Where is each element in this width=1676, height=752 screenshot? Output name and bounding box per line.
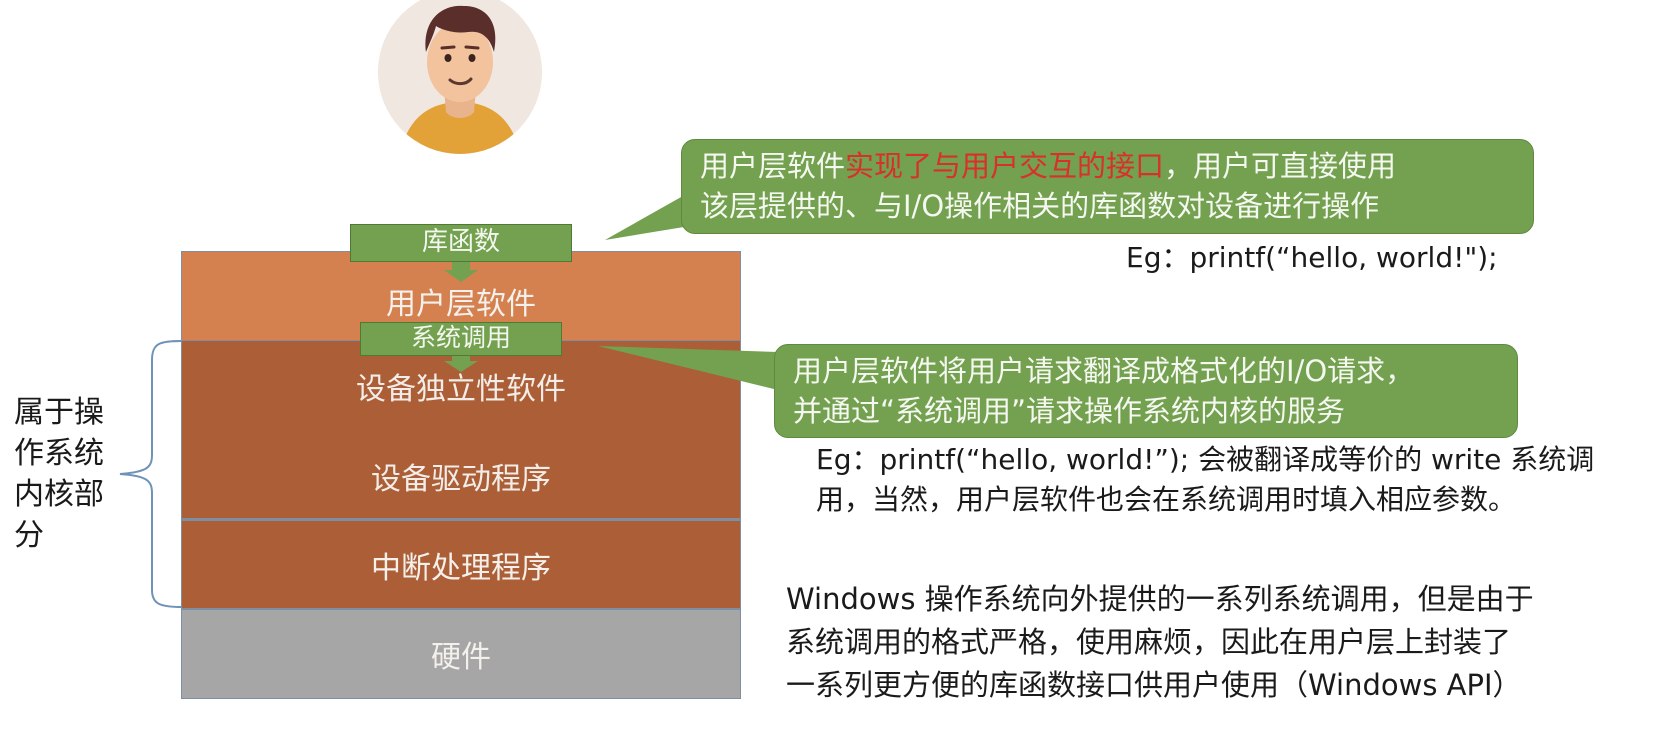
kernel-brace-label: 属于操作系统内核部分 (14, 395, 104, 553)
bubble1-pointer (605, 192, 690, 240)
syscall-bubble: 用户层软件将用户请求翻译成格式化的I/O请求， 并通过“系统调用”请求操作系统内… (774, 344, 1518, 438)
user-avatar (378, 0, 542, 154)
windows-note-line3: 一系列更方便的库函数接口供用户使用（Windows API） (786, 668, 1522, 702)
library-tag: 库函数 (350, 224, 572, 262)
syscall-tag-label: 系统调用 (410, 323, 511, 352)
user-layer-bubble: 用户层软件实现了与用户交互的接口，用户可直接使用 该层提供的、与I/O操作相关的… (681, 139, 1534, 234)
device-independent-label: 设备独立性软件 (356, 372, 566, 407)
bubble2-line1: 用户层软件将用户请求翻译成格式化的I/O请求， (793, 354, 1415, 388)
user-software-label: 用户层软件 (386, 287, 536, 322)
windows-note-line1: Windows 操作系统向外提供的一系列系统调用，但是由于 (786, 582, 1534, 616)
example-write: Eg：printf(“hello, world!”); 会被翻译成等价的 wri… (816, 440, 1676, 520)
library-tag-label: 库函数 (421, 227, 500, 257)
bubble1-prefix: 用户层软件 (700, 149, 846, 183)
syscall-tag: 系统调用 (360, 322, 562, 356)
example-write-line2: 用，当然，用户层软件也会在系统调用时填入相应参数。 (816, 483, 1517, 516)
device-driver-label: 设备驱动程序 (371, 462, 551, 497)
bubble2-line2: 并通过“系统调用”请求操作系统内核的服务 (793, 394, 1346, 428)
bubble1-highlight: 实现了与用户交互的接口 (845, 149, 1165, 183)
syscall-arrow-icon (444, 356, 478, 372)
bubble1-line1: 用户层软件实现了与用户交互的接口，用户可直接使用 (700, 146, 1515, 186)
windows-api-note: Windows 操作系统向外提供的一系列系统调用，但是由于 系统调用的格式严格，… (786, 578, 1534, 707)
example-write-line1: Eg：printf(“hello, world!”); 会被翻译成等价的 wri… (816, 443, 1595, 476)
hardware-label: 硬件 (431, 640, 491, 675)
bubble1-line2: 该层提供的、与I/O操作相关的库函数对设备进行操作 (700, 189, 1380, 223)
kernel-brace (119, 340, 183, 608)
interrupt-handler-layer: 中断处理程序 (181, 519, 741, 609)
example-printf: Eg：printf(“hello, world!"); (1126, 241, 1498, 274)
hardware-layer: 硬件 (181, 609, 741, 699)
library-arrow-icon (444, 262, 478, 282)
bubble1-suffix: ，用户可直接使用 (1164, 149, 1397, 183)
person-icon (378, 0, 542, 154)
bubble2-pointer (598, 346, 778, 390)
windows-note-line2: 系统调用的格式严格，使用麻烦，因此在用户层上封装了 (786, 625, 1512, 659)
interrupt-handler-label: 中断处理程序 (371, 550, 551, 586)
